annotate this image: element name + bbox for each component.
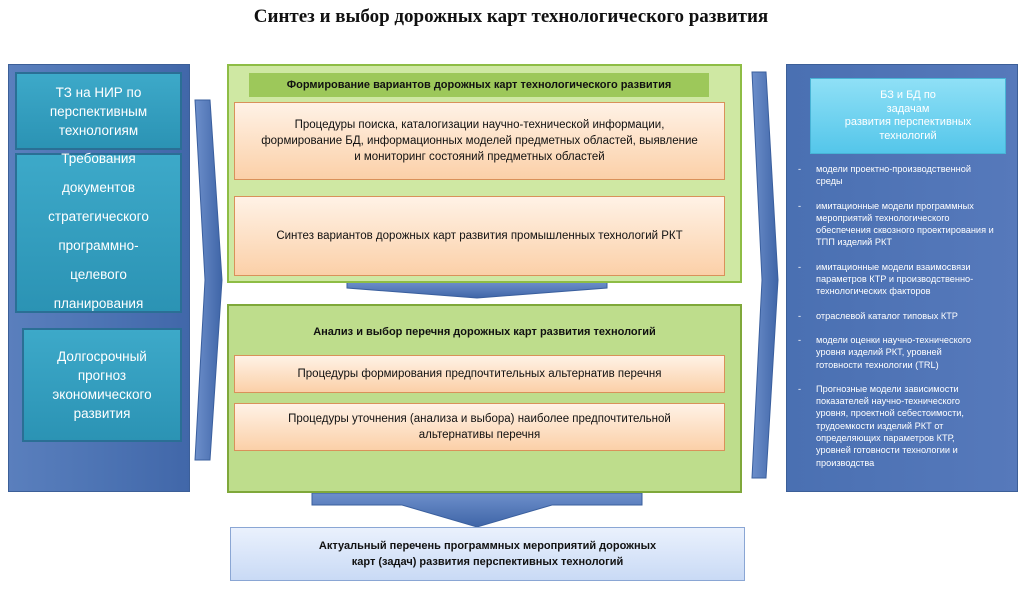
forecast-box: Долгосрочный прогноз экономического разв…: [22, 328, 182, 442]
kb-line-4: технологий: [879, 129, 937, 142]
forecast-line-2: прогноз: [77, 368, 127, 383]
search-line-3: и мониторинг состояний предметных област…: [354, 151, 605, 163]
list-item-line: параметров КТР и производственно-: [816, 274, 974, 285]
actual-line-1: Актуальный перечень программных мероприя…: [318, 540, 657, 552]
list-item-line: отраслевой каталог типовых КТР: [816, 310, 958, 321]
list-item-line: готовности технологии (TRL): [816, 359, 939, 370]
tz-nir-box: ТЗ на НИР по перспективным технологиям: [15, 72, 182, 150]
list-dash: -: [798, 383, 802, 394]
list-item-line: мероприятий технологического: [816, 212, 950, 223]
list-item-line: уровня изделий РКТ, уровней: [816, 347, 942, 358]
list-dash: -: [798, 164, 802, 174]
analysis-block: [227, 304, 742, 493]
knowledge-base-header: БЗ и БД по задачам развития перспективны…: [810, 78, 1006, 154]
list-dash: -: [798, 310, 802, 321]
list-item: - модели проектно-производственной среды: [796, 163, 1016, 188]
forecast-line-1: Долгосрочный: [57, 349, 147, 364]
kb-line-1: БЗ и БД по: [880, 89, 936, 101]
list-item-line: технологических факторов: [816, 286, 931, 297]
list-item-line: модели оценки научно-технического: [816, 334, 972, 345]
tz-nir-line-1: ТЗ на НИР по: [55, 84, 142, 100]
list-item-line: имитационные модели взаимосвязи: [816, 261, 971, 272]
list-item: - отраслевой каталог типовых КТР: [796, 310, 1016, 322]
list-dash: -: [798, 334, 802, 345]
list-item-line: показателей научно-технического: [816, 396, 960, 407]
right-chevron-arrow: [751, 71, 779, 479]
list-item: - модели оценки научно-технического уровня…: [796, 334, 1016, 371]
list-item-line: Прогнозные модели зависимости: [816, 383, 959, 394]
list-item-line: производства: [816, 457, 875, 468]
list-item-line: определяющих параметров КТР,: [816, 433, 955, 444]
synthesis-box: Синтез вариантов дорожных карт развития …: [234, 196, 725, 276]
tz-nir-line-2: перспективным: [49, 103, 148, 119]
forecast-line-3: экономического: [52, 387, 152, 402]
list-item-line: модели проектно-производственной: [816, 164, 971, 174]
list-item-line: имитационные модели программных: [816, 200, 974, 211]
list-item-line: среды: [816, 176, 843, 187]
refinement-box: Процедуры уточнения (анализа и выбора) н…: [234, 403, 725, 451]
mid-down-arrow: [346, 281, 608, 299]
forecast-line-4: развития: [73, 406, 131, 421]
req-line-5: целевого: [70, 267, 127, 282]
models-list: - модели проектно-производственной среды - и…: [796, 163, 1016, 481]
list-item-line: уровней готовности технологии и: [816, 445, 958, 456]
refinement-line-2: альтернативы перечня: [418, 429, 541, 441]
list-item-line: уровня, проектной себестоимости,: [816, 408, 964, 419]
refinement-line-1: Процедуры уточнения (анализа и выбора) н…: [288, 413, 671, 425]
req-line-4: программно-: [58, 238, 139, 253]
tz-nir-line-3: технологиям: [58, 122, 139, 138]
kb-line-2: задачам: [886, 102, 930, 115]
list-dash: -: [798, 261, 802, 272]
bottom-down-arrow: [311, 492, 643, 528]
req-line-6: планирования: [53, 296, 144, 311]
left-chevron-arrow: [194, 99, 223, 461]
preferred-alternatives-box: Процедуры формирования предпочтительных …: [234, 355, 725, 393]
list-item: - имитационные модели взаимосвязи параметр…: [796, 261, 1016, 298]
analysis-header: Анализ и выбор перечня дорожных карт раз…: [313, 326, 656, 338]
search-line-2: формирование БД, информационных моделей …: [261, 135, 698, 147]
req-line-3: стратегического: [48, 209, 149, 224]
list-item: - Прогнозные модели зависимости показателе…: [796, 383, 1016, 469]
req-line-1: Требования: [61, 151, 136, 166]
page-title: Синтез и выбор дорожных карт технологиче…: [253, 6, 769, 27]
actual-list-box: Актуальный перечень программных мероприя…: [230, 527, 745, 581]
search-procedures-box: Процедуры поиска, каталогизации научно-т…: [234, 102, 725, 180]
formation-header: Формирование вариантов дорожных карт тех…: [249, 73, 709, 97]
list-item-line: обеспечения сквозного проектирования и: [816, 225, 994, 236]
req-line-2: документов: [62, 180, 135, 195]
synthesis-text: Синтез вариантов дорожных карт развития …: [276, 230, 683, 242]
list-dash: -: [798, 200, 802, 211]
list-item-line: трудоемкости изделий РКТ от: [816, 420, 944, 431]
search-line-1: Процедуры поиска, каталогизации научно-т…: [294, 119, 665, 131]
kb-line-3: развития перспективных: [844, 116, 972, 128]
list-item-line: ТПП изделий РКТ: [816, 237, 892, 248]
requirements-box: Требования документов стратегического пр…: [15, 151, 182, 313]
actual-line-2: карт (задач) развития перспективных техн…: [351, 556, 624, 568]
preferred-text: Процедуры формирования предпочтительных …: [297, 368, 662, 380]
